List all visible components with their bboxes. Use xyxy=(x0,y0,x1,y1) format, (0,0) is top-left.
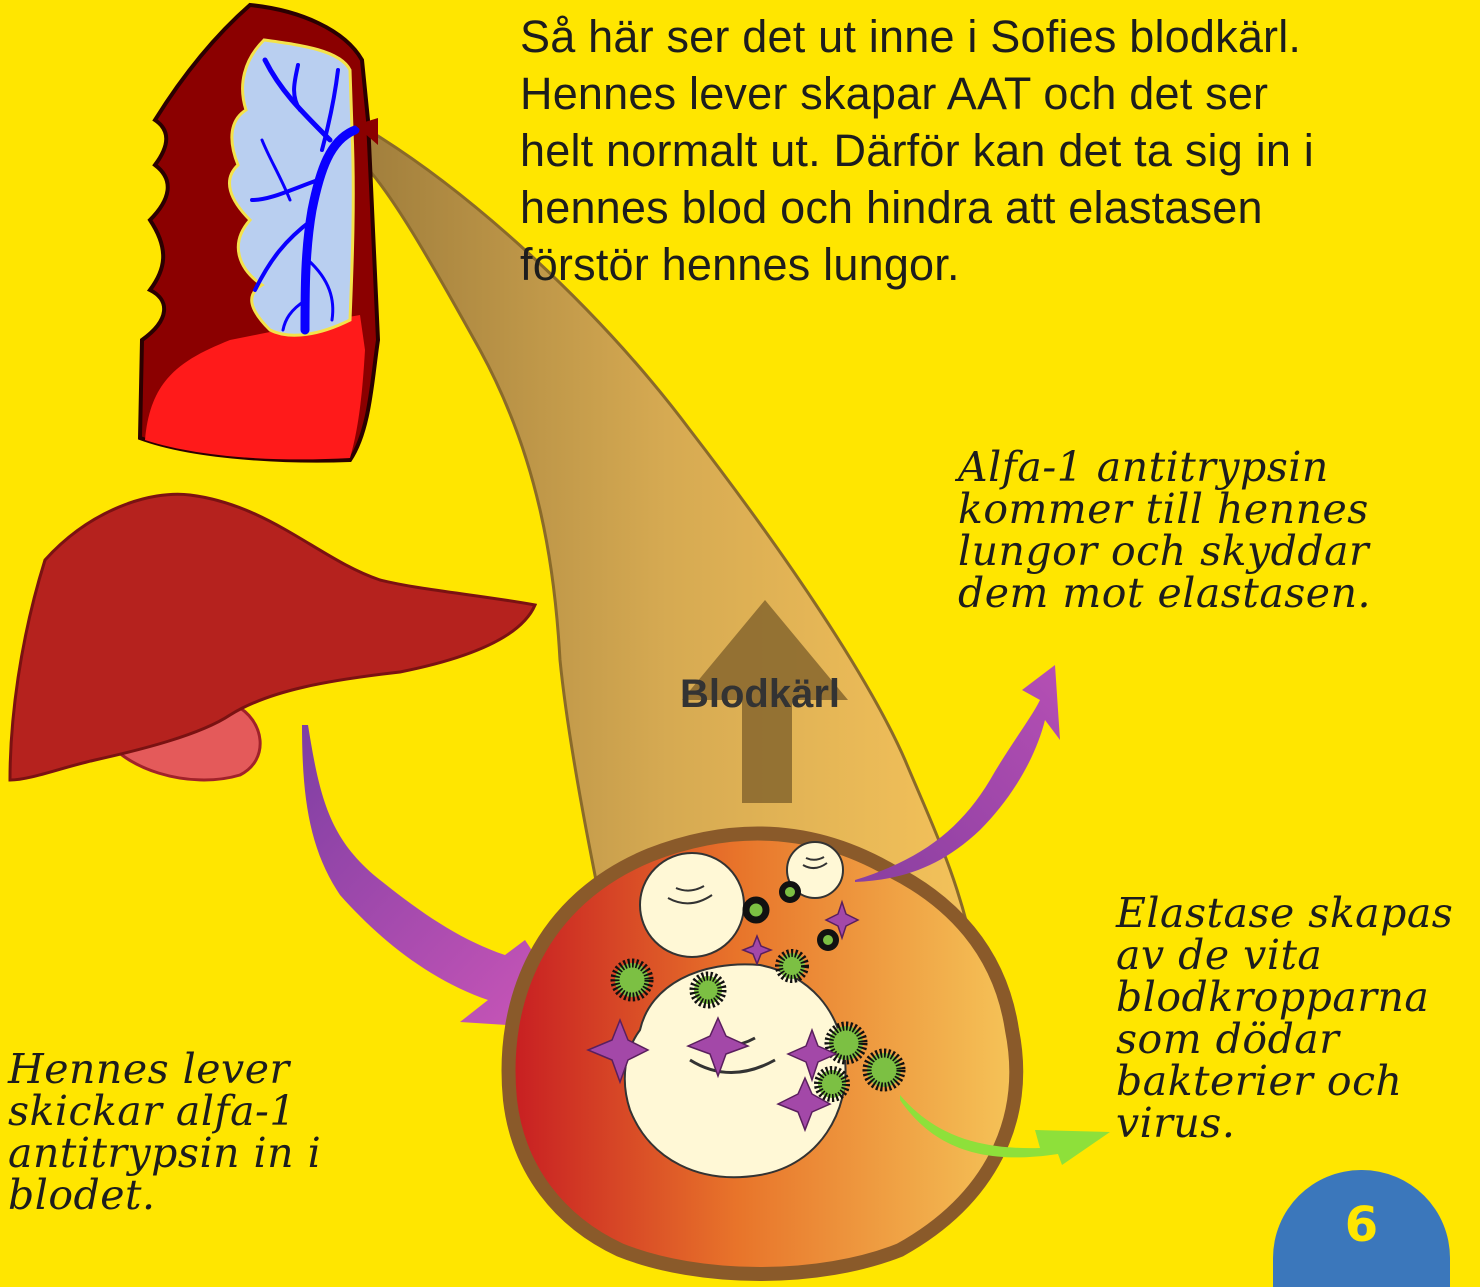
lung-icon xyxy=(140,5,378,461)
vessel-cross-section xyxy=(509,834,1017,1274)
liver-icon xyxy=(10,494,535,780)
elastase-caption: Elastase skapas av de vita blodkropparna… xyxy=(1116,892,1476,1144)
liver-caption: Hennes lever skickar alfa-1 antitrypsin … xyxy=(8,1048,328,1216)
vessel-label: Blodkärl xyxy=(680,672,840,717)
alfa-caption: Alfa-1 antitrypsin kommer till hennes lu… xyxy=(958,446,1428,614)
main-description: Så här ser det ut inne i Sofies blodkärl… xyxy=(520,8,1400,293)
white-blood-cell xyxy=(640,853,744,957)
